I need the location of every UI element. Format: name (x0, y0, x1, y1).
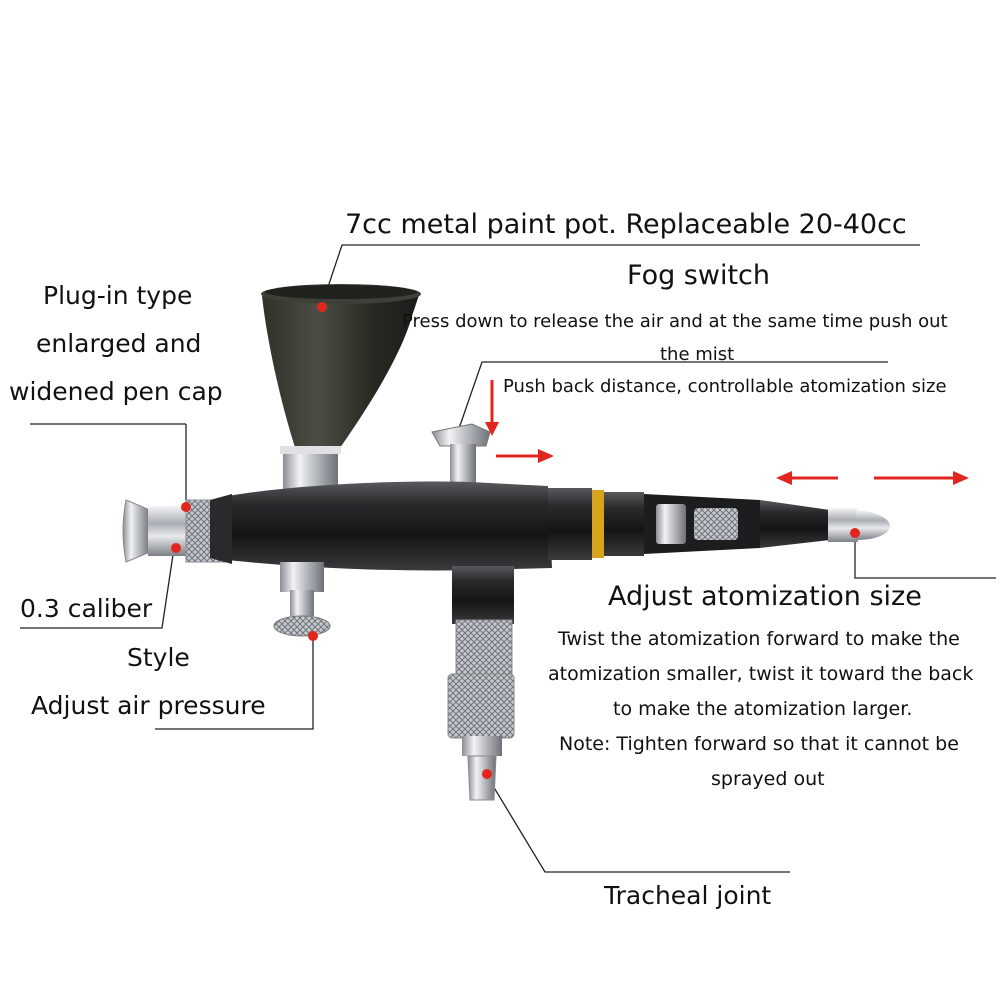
label-pen-cap-1: Plug-in type (43, 281, 193, 310)
leader-lines (20, 244, 996, 873)
label-pen-cap-2: enlarged and (36, 329, 202, 358)
indicator-dots (171, 302, 860, 779)
dot-pen-cap (181, 502, 191, 512)
dot-caliber (171, 543, 181, 553)
dot-air-pressure (308, 631, 318, 641)
air-pressure-knob (273, 562, 331, 637)
air-valve-stem (447, 566, 515, 801)
label-fog-desc-3: Push back distance, controllable atomiza… (503, 376, 947, 397)
leader-atomization (854, 535, 996, 579)
leader-air-pressure (155, 638, 314, 730)
label-atom-desc-5: sprayed out (711, 768, 825, 790)
dot-paint-pot (317, 302, 327, 312)
label-caliber: 0.3 caliber (20, 594, 153, 623)
label-paint-pot: 7cc metal paint pot. Replaceable 20-40cc (345, 209, 907, 240)
label-fog-desc-1: Press down to release the air and at the… (402, 311, 948, 332)
fog-switch-trigger (431, 423, 491, 486)
arrows (485, 380, 969, 485)
paint-pot (261, 284, 421, 498)
arrow-back-right-head (953, 471, 969, 485)
arrow-push-down-head (485, 422, 499, 436)
leader-caliber (20, 547, 175, 629)
leader-tracheal (486, 775, 790, 873)
arrow-forward-left-head (776, 471, 792, 485)
leader-fog-switch (454, 361, 888, 441)
label-tracheal: Tracheal joint (604, 881, 772, 910)
label-atom-desc-3: to make the atomization larger. (613, 698, 913, 720)
label-style: Style (127, 643, 190, 672)
dot-tracheal (482, 769, 492, 779)
dot-atomization (850, 528, 860, 538)
label-atom-desc-4: Note: Tighten forward so that it cannot … (559, 733, 959, 755)
label-fog-desc-2: the mist (660, 344, 735, 365)
arrow-push-back-head (538, 449, 554, 463)
label-atom-desc-1: Twist the atomization forward to make th… (558, 628, 960, 650)
label-air-pressure: Adjust air pressure (31, 691, 266, 720)
airbrush-body (122, 481, 890, 571)
label-atomization-title: Adjust atomization size (608, 581, 922, 612)
label-fog-switch: Fog switch (627, 260, 771, 291)
label-pen-cap-3: widened pen cap (9, 377, 223, 406)
label-atom-desc-2: atomization smaller, twist it toward the… (548, 663, 974, 685)
